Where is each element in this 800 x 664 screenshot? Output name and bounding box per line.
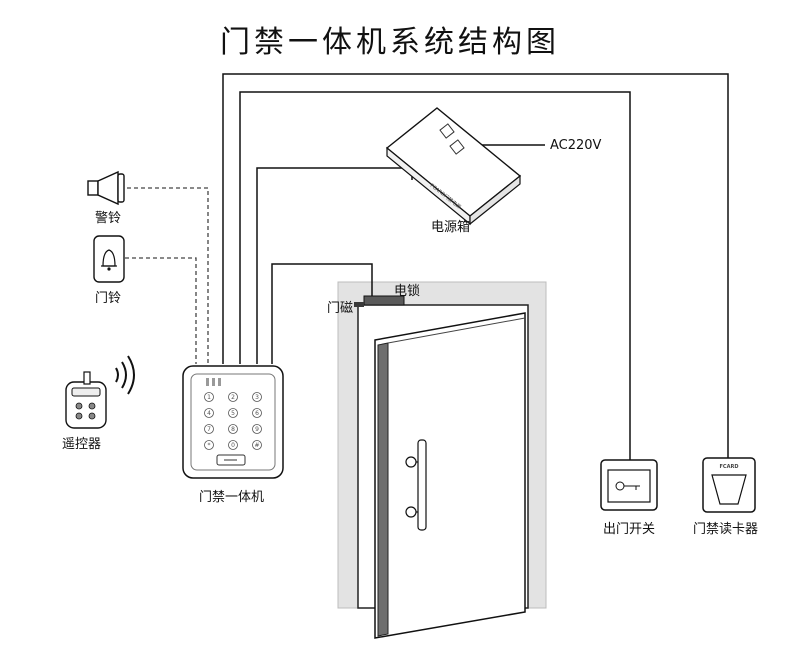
keypad-key-label: 6 [255,410,259,417]
keypad-key [204,408,214,418]
label-doorbell: 门铃 [95,291,121,306]
keypad: 1 2 3 4 5 6 7 8 9 * 0 # [204,392,262,450]
remote-icon [65,371,107,429]
label-power-box: 电源箱 [431,219,470,235]
keypad-key-label: 9 [255,426,259,433]
wire-lock [271,263,373,364]
access-control-unit: 1 2 3 4 5 6 7 8 9 * 0 # [182,365,284,479]
power-box: FCARD门禁电源 [385,107,522,226]
alarm-icon [87,170,125,206]
keypad-key [252,424,262,434]
label-alarm: 警铃 [95,210,121,226]
label-remote: 遥控器 [62,437,101,452]
label-electric-lock: 电锁 [394,283,420,299]
keypad-key-label: 0 [231,442,235,449]
card-reader-brand: FCARD [720,464,739,470]
doorbell-icon [93,235,125,283]
electric-lock [363,295,405,306]
wire-doorbell [125,257,197,364]
label-card-reader: 门禁读卡器 [693,522,758,537]
wire-alarm [127,187,209,364]
keypad-key [228,392,238,402]
door-handle [417,439,427,531]
door-leaf [374,312,526,639]
keypad-key [228,440,238,450]
keypad-key-label: 8 [231,426,235,433]
keypad-key [228,424,238,434]
keypad-key [204,440,214,450]
keypad-key [252,392,262,402]
keypad-key [228,408,238,418]
diagram-title: 门禁一体机系统结构图 [220,25,560,60]
dashed-wiring [125,187,209,364]
wire-card-reader [222,73,729,460]
exit-switch-icon [600,459,658,511]
label-door-magnet: 门磁 [327,301,353,316]
keypad-key-label: 4 [207,410,211,417]
keypad-key [204,392,214,402]
keypad-key [252,440,262,450]
wire-exit-switch [239,91,631,460]
label-exit-switch: 出门开关 [603,522,655,537]
card-reader-icon: FCARD [702,457,756,513]
keypad-key-label: 2 [231,394,235,401]
label-ac-input: AC220V [550,138,602,153]
keypad-key [204,424,214,434]
label-access-unit: 门禁一体机 [199,490,264,505]
door-magnet [354,302,364,307]
keypad-key-label: # [254,442,259,449]
wireless-signal-icon [115,355,135,395]
keypad-key-label: 1 [207,394,211,401]
keypad-key-label: 7 [207,426,211,433]
keypad-key [252,408,262,418]
keypad-key-label: 5 [231,410,235,417]
keypad-key-label: 3 [255,394,259,401]
keypad-key-label: * [208,442,211,449]
